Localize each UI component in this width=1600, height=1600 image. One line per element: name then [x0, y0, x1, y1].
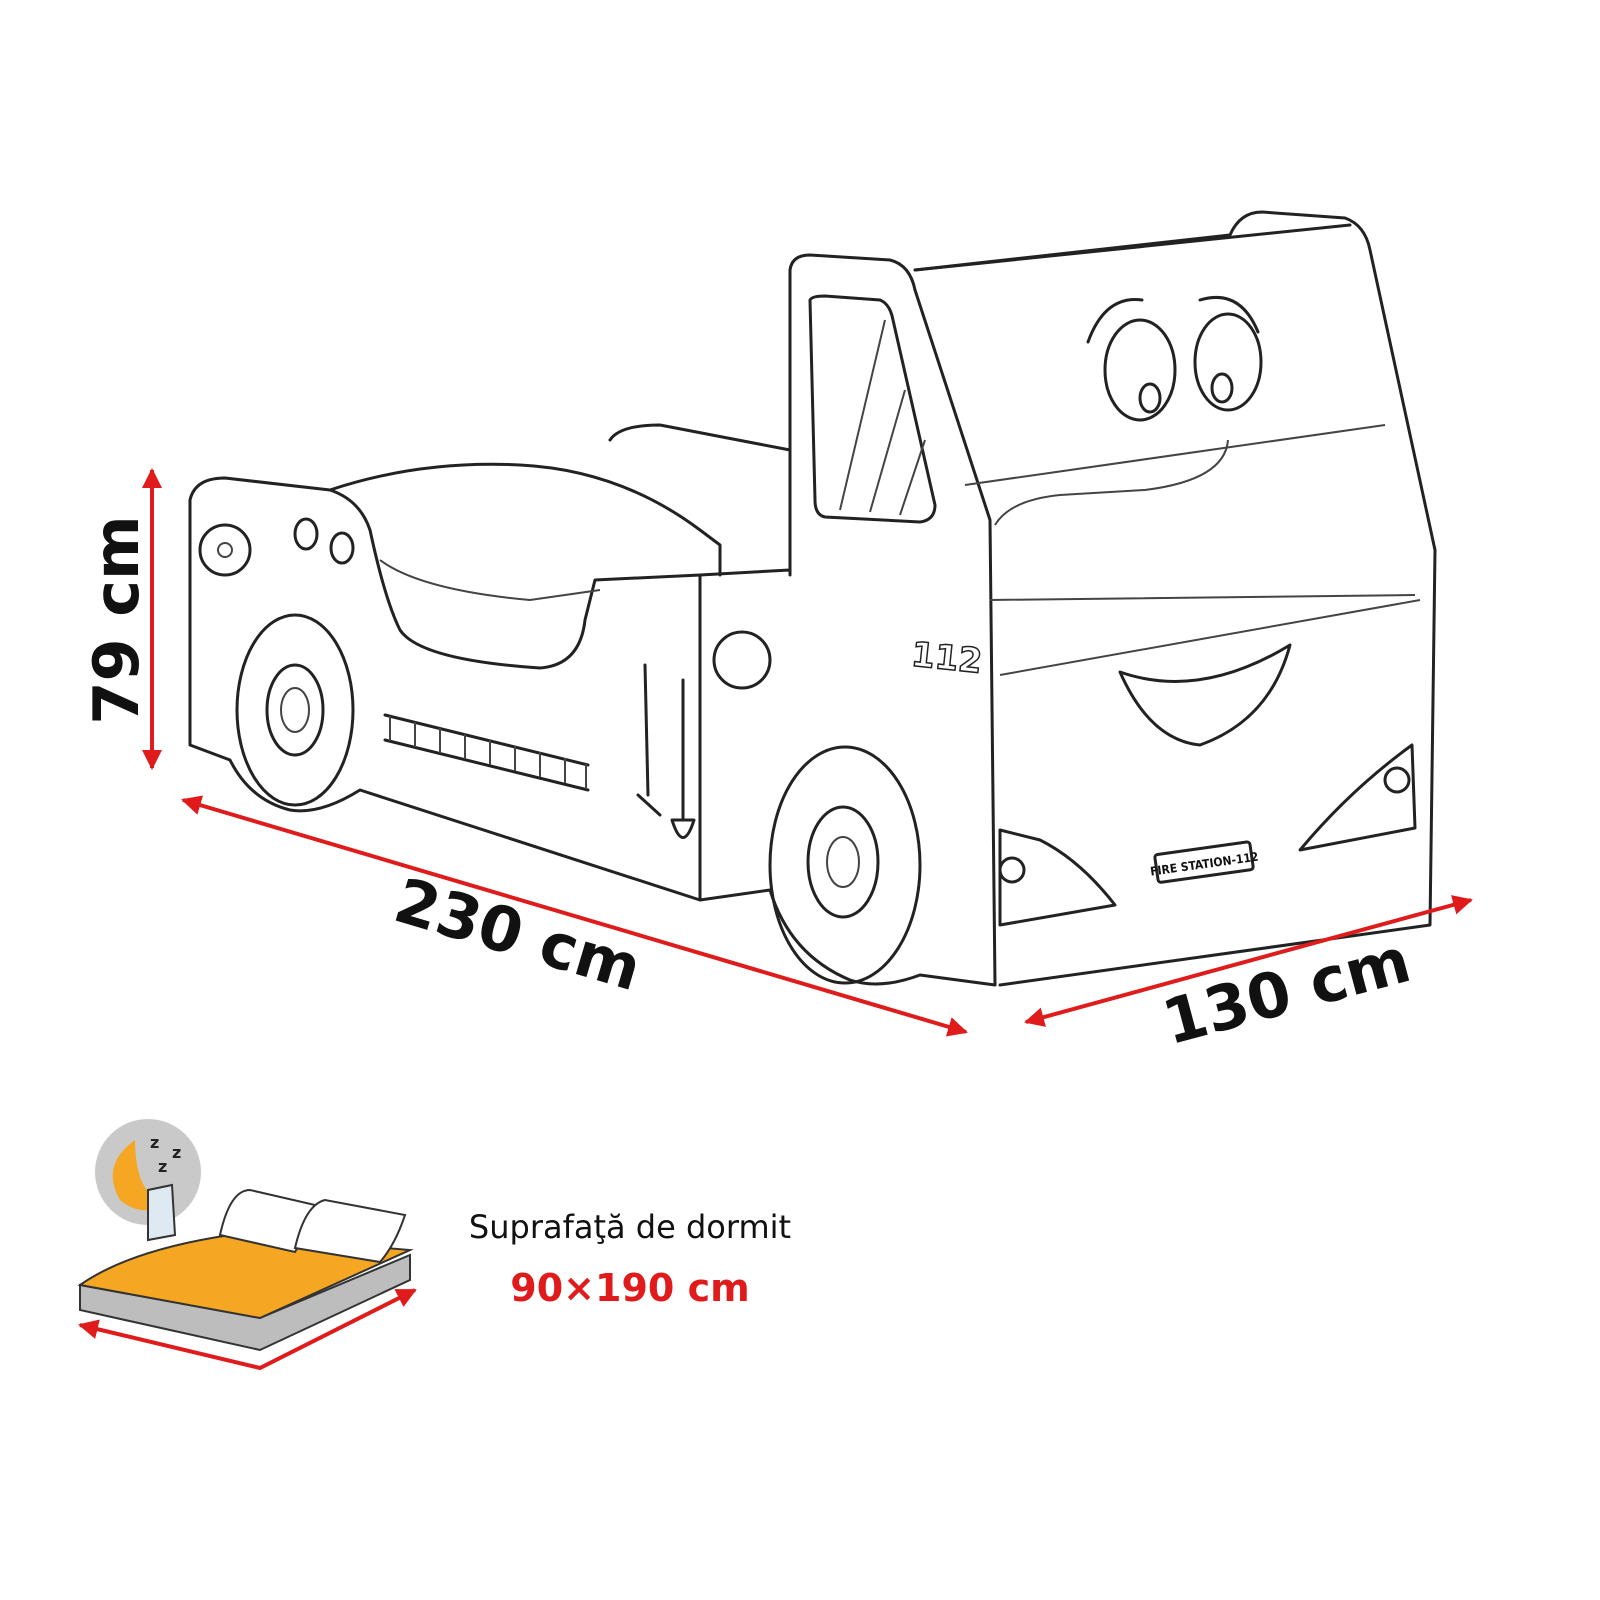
sleeping-surface-icon: z z z	[77, 1119, 417, 1371]
rear-wheel	[235, 613, 355, 807]
width-arrow	[1024, 895, 1473, 1027]
front-wheel	[768, 745, 922, 985]
svg-text:z: z	[172, 1143, 181, 1162]
ladder-decal	[383, 713, 590, 792]
sleeping-surface-label: Suprafaţă de dormit	[468, 1208, 792, 1246]
emblem-number: 112	[909, 635, 984, 682]
length-label: 230 cm	[387, 864, 650, 1006]
length-arrow	[181, 795, 968, 1037]
svg-text:z: z	[158, 1157, 167, 1176]
svg-text:z: z	[150, 1133, 159, 1152]
fire-truck-bed: FIRE STATION-112 112	[188, 210, 1437, 987]
sleeping-surface-value: 90×190 cm	[510, 1266, 750, 1310]
height-label: 79 cm	[80, 515, 153, 724]
surface-arrow	[78, 1288, 417, 1371]
